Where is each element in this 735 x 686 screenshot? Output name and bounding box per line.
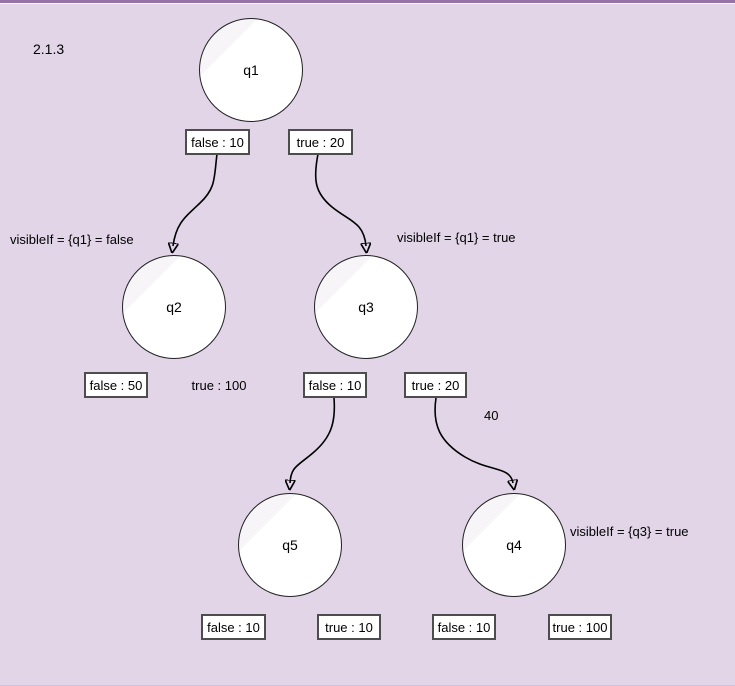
value-box-q5-true[interactable]: true : 10	[317, 614, 381, 640]
edge-q1-false-to-q2[interactable]	[173, 153, 218, 246]
edge-q1-true-to-q3[interactable]	[314, 153, 366, 246]
edge-q3-true-to-q4[interactable]	[434, 397, 513, 483]
node-q2-label: q2	[166, 299, 182, 315]
node-q3[interactable]: q3	[314, 255, 418, 359]
value-box-q5-false[interactable]: false : 10	[201, 614, 266, 640]
value-box-q4-true[interactable]: true : 100	[548, 614, 612, 640]
node-q4[interactable]: q4	[462, 493, 566, 597]
annotation-q2-visible-if: visibleIf = {q1} = false	[10, 232, 134, 247]
node-q5-label: q5	[282, 537, 298, 553]
value-label-q2-true[interactable]: true : 100	[191, 377, 247, 393]
value-box-q3-true[interactable]: true : 20	[404, 372, 467, 398]
value-box-q4-false[interactable]: false : 10	[432, 614, 496, 640]
node-q1[interactable]: q1	[199, 18, 303, 122]
node-q3-label: q3	[358, 299, 374, 315]
top-accent-bar	[0, 0, 735, 3]
node-q2[interactable]: q2	[122, 255, 226, 359]
node-q1-label: q1	[243, 62, 259, 78]
edge-q3-false-to-q5[interactable]	[290, 397, 336, 483]
value-box-q1-false[interactable]: false : 10	[185, 129, 250, 155]
value-box-q1-true[interactable]: true : 20	[288, 129, 353, 155]
annotation-q4-visible-if: visibleIf = {q3} = true	[570, 524, 689, 539]
node-q5[interactable]: q5	[238, 493, 342, 597]
top-accent-highlight	[0, 3, 735, 4]
node-q4-label: q4	[506, 537, 522, 553]
value-box-q2-false[interactable]: false : 50	[84, 372, 148, 398]
annotation-edge-weight: 40	[484, 408, 499, 423]
version-label: 2.1.3	[33, 41, 65, 57]
annotation-q3-visible-if: visibleIf = {q1} = true	[397, 230, 516, 245]
value-box-q3-false[interactable]: false : 10	[303, 372, 367, 398]
